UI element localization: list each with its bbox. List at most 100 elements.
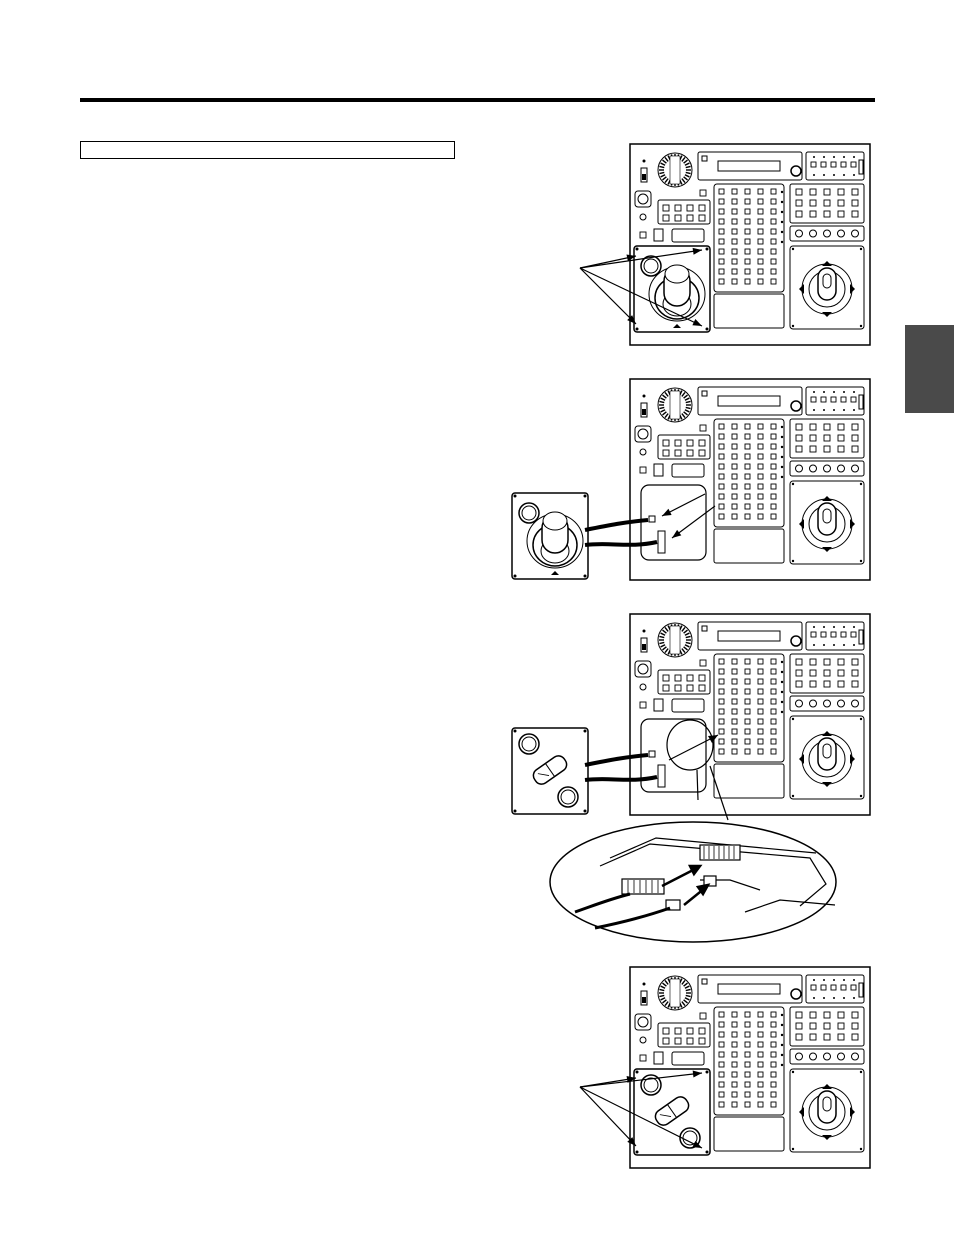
mini-key <box>663 205 669 211</box>
led <box>823 156 825 158</box>
left-recess <box>641 719 706 792</box>
matrix-key <box>719 679 724 684</box>
matrix-key <box>745 249 750 254</box>
matrix-key <box>719 484 724 489</box>
matrix-key <box>732 1022 737 1027</box>
led <box>781 1054 783 1056</box>
encoder-knob <box>791 401 801 411</box>
matrix-key <box>771 1022 776 1027</box>
matrix-key <box>732 454 737 459</box>
matrix-key <box>732 699 737 704</box>
right-key <box>838 1034 844 1040</box>
matrix-key <box>771 739 776 744</box>
matrix-key <box>771 209 776 214</box>
matrix-key <box>758 424 763 429</box>
right-key <box>838 1012 844 1018</box>
matrix-key <box>745 729 750 734</box>
mini-key <box>687 675 693 681</box>
right-key <box>796 659 802 665</box>
right-key <box>796 670 802 676</box>
screw <box>514 495 517 498</box>
led <box>813 626 815 628</box>
matrix-key <box>732 199 737 204</box>
matrix-key <box>719 1062 724 1067</box>
matrix-key <box>771 199 776 204</box>
mini-key <box>663 675 669 681</box>
right-key <box>810 659 816 665</box>
matrix-key <box>771 504 776 509</box>
matrix-key <box>732 689 737 694</box>
matrix-key <box>745 1022 750 1027</box>
screw <box>860 1071 862 1073</box>
matrix-key <box>771 454 776 459</box>
matrix-key <box>732 249 737 254</box>
function-key <box>851 162 856 167</box>
matrix-key <box>745 464 750 469</box>
toggle-knob <box>642 174 646 180</box>
matrix-key <box>745 279 750 284</box>
right-key <box>824 1034 830 1040</box>
matrix-key <box>732 749 737 754</box>
right-key <box>852 1034 858 1040</box>
function-key <box>811 397 816 402</box>
figure-step4 <box>570 964 880 1174</box>
led <box>823 979 825 981</box>
led <box>823 626 825 628</box>
matrix-key <box>719 269 724 274</box>
matrix-key <box>771 434 776 439</box>
round-key <box>824 700 831 707</box>
mini-key <box>699 205 705 211</box>
led <box>833 156 835 158</box>
led <box>781 691 783 693</box>
lcd-display <box>718 396 780 406</box>
right-key <box>796 424 802 430</box>
header-rule <box>80 98 875 102</box>
led <box>823 174 825 176</box>
round-button-inner <box>522 737 536 751</box>
matrix-key <box>745 679 750 684</box>
display-led <box>702 979 707 984</box>
round-key <box>852 1053 859 1060</box>
led <box>781 671 783 673</box>
figure-step1 <box>570 140 880 350</box>
led <box>823 409 825 411</box>
joystick-top <box>823 744 831 758</box>
matrix-key <box>719 709 724 714</box>
matrix-key <box>745 709 750 714</box>
round-key <box>852 230 859 237</box>
led <box>813 156 815 158</box>
matrix-key <box>719 1072 724 1077</box>
key-lock <box>638 194 648 204</box>
function-key <box>851 985 856 990</box>
matrix-key <box>771 729 776 734</box>
mini-key <box>663 1038 669 1044</box>
function-key <box>821 985 826 990</box>
toggle-switch <box>654 1052 663 1064</box>
function-key <box>831 632 836 637</box>
led <box>643 160 646 163</box>
matrix-key <box>719 434 724 439</box>
figure-step3 <box>510 612 880 942</box>
led <box>843 644 845 646</box>
matrix-key <box>732 669 737 674</box>
led <box>781 456 783 458</box>
round-key <box>838 465 845 472</box>
matrix-key <box>771 219 776 224</box>
matrix-key <box>745 219 750 224</box>
label-plate <box>672 464 704 477</box>
matrix-key <box>719 249 724 254</box>
matrix-key <box>732 729 737 734</box>
matrix-key <box>732 659 737 664</box>
led <box>813 644 815 646</box>
led <box>833 409 835 411</box>
led <box>843 979 845 981</box>
right-key <box>810 1023 816 1029</box>
toggle-knob <box>642 997 646 1003</box>
matrix-key <box>745 659 750 664</box>
right-key <box>796 189 802 195</box>
function-key <box>831 162 836 167</box>
lcd-display <box>718 161 780 171</box>
detached-button-module <box>512 728 588 814</box>
matrix-key <box>719 1082 724 1087</box>
